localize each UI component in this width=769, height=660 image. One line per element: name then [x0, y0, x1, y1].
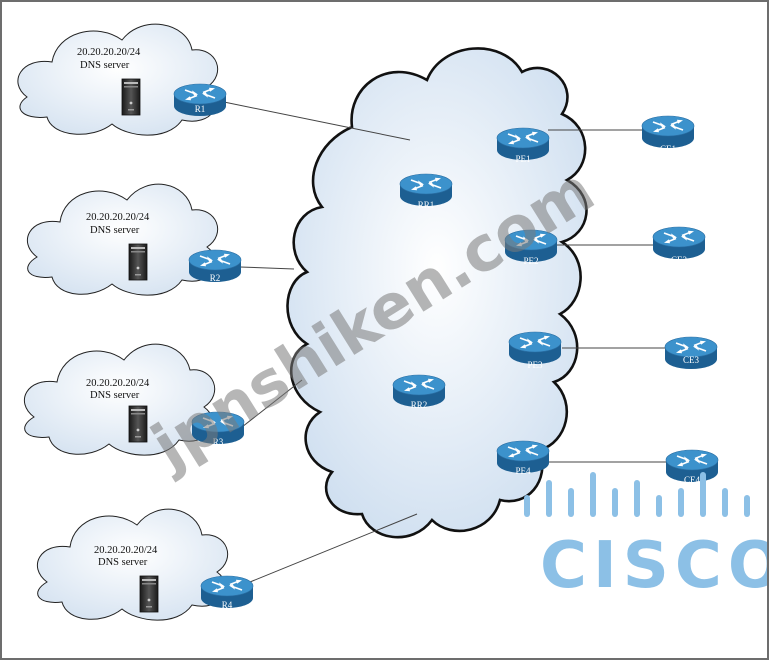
site-2-network: 20.20.20.20/24	[86, 212, 150, 223]
site-1: 20.20.20.20/24 DNS server R1	[77, 47, 227, 117]
router-label-ce4: CE4	[684, 475, 701, 485]
ce-routers: CE1 CE2 CE3 CE4	[641, 115, 719, 485]
router-label-ce1: CE1	[660, 144, 676, 154]
link-r1-core	[223, 101, 411, 141]
router-label-r2: R2	[210, 273, 221, 283]
router-label-pe3: PE3	[527, 360, 543, 370]
link-r3-core	[241, 379, 303, 428]
server-icon	[121, 78, 141, 116]
site-3: 20.20.20.20/24 DNS server R3	[86, 378, 245, 447]
core-cloud	[286, 47, 588, 539]
site-cloud-2	[26, 183, 219, 296]
site-cloud-4	[36, 508, 229, 621]
server-icon	[139, 575, 159, 613]
router-label-rr2: RR2	[411, 400, 428, 410]
site-4-network: 20.20.20.20/24	[94, 545, 158, 556]
site-4: 20.20.20.20/24 DNS server R4	[94, 545, 254, 613]
router-label-r1: R1	[195, 104, 206, 114]
router-label-r3: R3	[213, 437, 224, 447]
site-1-network: 20.20.20.20/24	[77, 47, 141, 58]
link-r4-core	[249, 513, 418, 583]
router-label-ce3: CE3	[683, 355, 700, 365]
cisco-logo: CISCO	[524, 472, 767, 603]
site-2: 20.20.20.20/24 DNS server R2	[86, 212, 242, 283]
router-label-pe4: PE4	[515, 466, 531, 476]
router-label-pe1: PE1	[515, 154, 530, 164]
site-3-server-label: DNS server	[90, 390, 140, 401]
server-icon	[128, 243, 148, 281]
site-4-server-label: DNS server	[98, 557, 148, 568]
site-3-network: 20.20.20.20/24	[86, 378, 150, 389]
link-r2-core	[239, 266, 295, 270]
site-cloud-1	[17, 23, 219, 136]
router-label-r4: R4	[222, 600, 233, 610]
site-1-server-label: DNS server	[80, 60, 130, 71]
links	[223, 101, 670, 583]
router-label-pe2: PE2	[523, 256, 538, 266]
router-label-ce2: CE2	[671, 255, 687, 265]
router-label-rr1: RR1	[418, 200, 435, 210]
site-cloud-3	[23, 343, 216, 456]
core-routers: RR1 RR2 PE1 PE2 PE3 PE4	[392, 127, 562, 476]
cisco-logo-text: CISCO	[540, 529, 767, 603]
site-2-server-label: DNS server	[90, 225, 140, 236]
